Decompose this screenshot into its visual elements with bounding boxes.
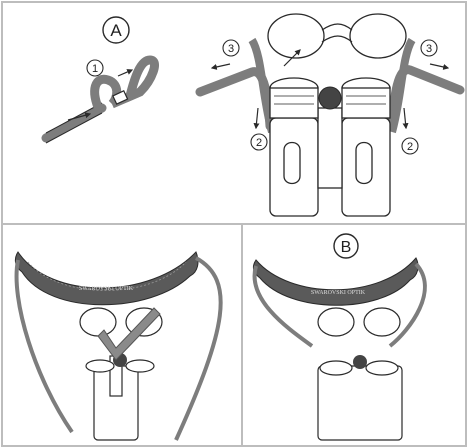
step-2-right-label: 2 xyxy=(407,141,413,153)
neck-pad-right xyxy=(253,258,418,305)
correct-assembly: SWAROVSKI OPTIK xyxy=(15,252,220,440)
pad-right-brand: SWAROVSKI OPTIK xyxy=(311,290,366,296)
step-3-right-label: 3 xyxy=(426,43,432,55)
section-b-label: B xyxy=(341,239,352,256)
pad-left-brand: SWAROVSKI OPTIK xyxy=(79,286,134,292)
neck-pad-left xyxy=(15,252,198,305)
section-a-label: A xyxy=(110,21,122,40)
focus-wheel xyxy=(319,87,341,109)
step-3-left-label: 3 xyxy=(228,43,234,55)
step-2-left-label: 2 xyxy=(256,137,262,149)
panel-b: B SWAROVSKI OPTIK xyxy=(253,234,425,440)
objective-covers xyxy=(268,14,406,58)
step-1-label: 1 xyxy=(92,63,98,75)
binocular-strap-threading xyxy=(200,14,460,216)
panel-a: A 1 xyxy=(46,17,155,143)
